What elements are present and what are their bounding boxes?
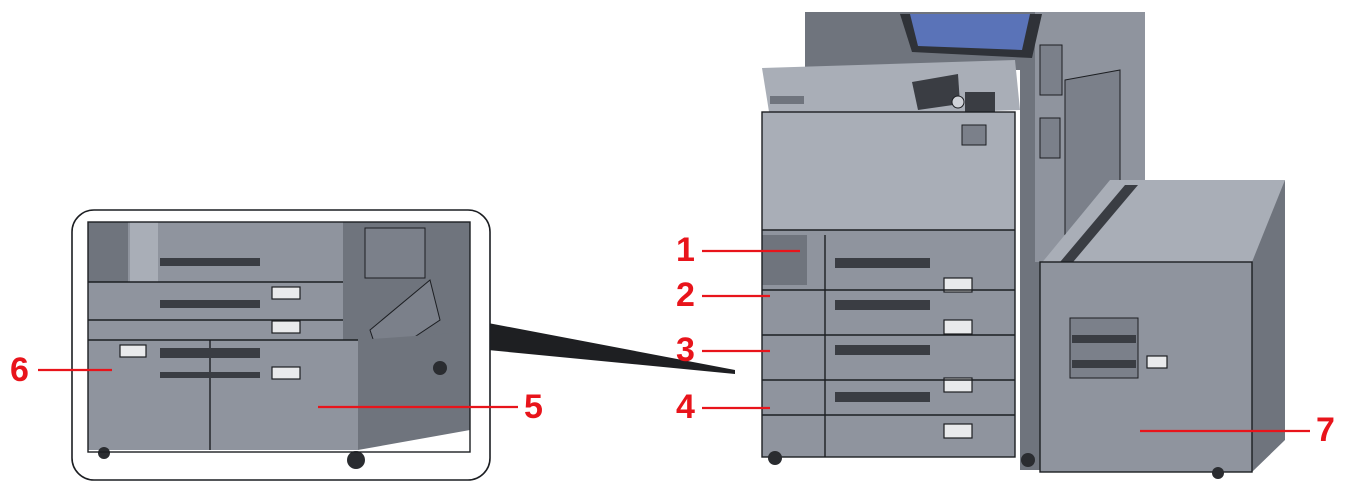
callout-1-label: 1 [676, 231, 695, 269]
callout-2: 2 [676, 276, 770, 314]
cassette-3 [762, 345, 1015, 393]
callout-4: 4 [676, 388, 770, 426]
callout-7: 7 [1140, 411, 1335, 449]
printer-main [761, 12, 1145, 470]
zoom-inset [71, 209, 735, 481]
callout-6-label: 6 [10, 351, 29, 389]
callout-4-label: 4 [676, 388, 695, 426]
callout-1: 1 [676, 231, 800, 269]
callout-5-label: 5 [524, 388, 543, 426]
callout-5: 5 [318, 388, 543, 426]
control-panel [900, 14, 1042, 112]
callout-3: 3 [676, 331, 770, 369]
cassette-2 [762, 300, 1015, 336]
side-feeder [1039, 180, 1285, 479]
zoom-cone [488, 323, 735, 374]
callout-2-label: 2 [676, 276, 695, 314]
touch-screen [910, 14, 1030, 50]
callout-7-label: 7 [1316, 411, 1335, 449]
callout-6: 6 [10, 351, 112, 389]
cassette-4 [762, 392, 1015, 439]
cassette-1 [762, 235, 1015, 293]
callout-3-label: 3 [676, 331, 695, 369]
